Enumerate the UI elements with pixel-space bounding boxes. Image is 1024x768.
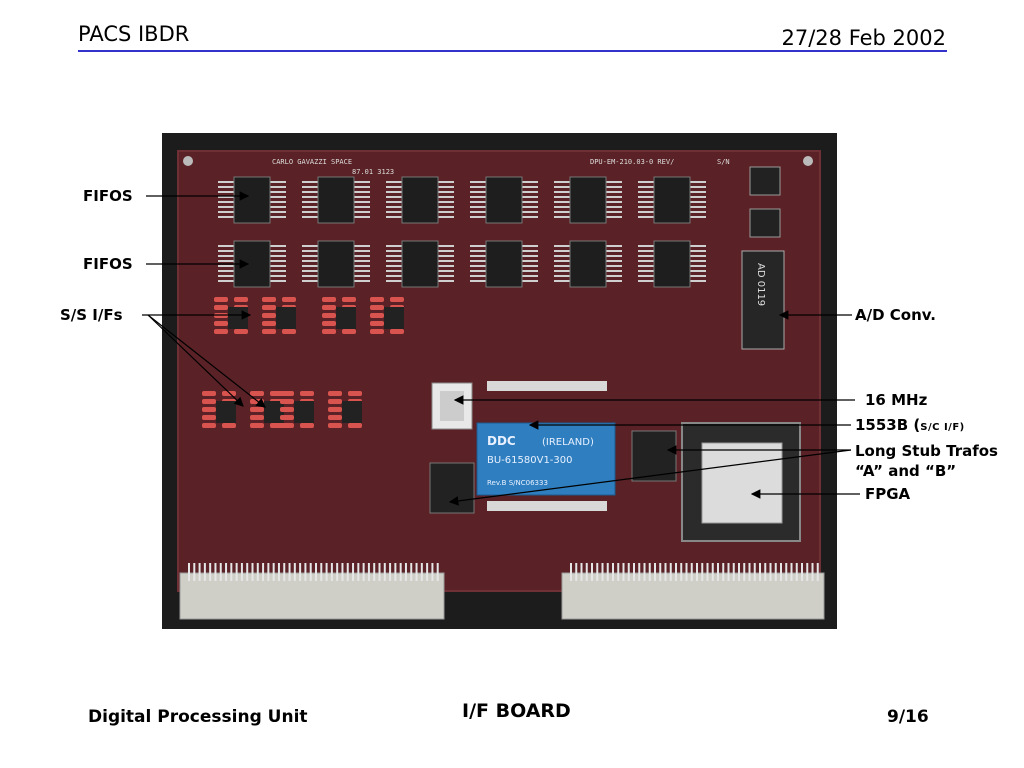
transformer-b	[631, 430, 677, 482]
fifo-chip	[638, 240, 706, 288]
oscillator	[431, 382, 473, 430]
arrow-trafo-a	[448, 449, 852, 506]
fifo-chip-rows	[218, 176, 706, 288]
label-16mhz: 16 MHz	[865, 391, 928, 409]
board-photo: CARLO GAVAZZI SPACE 87.01 3123 DPU-EM-21…	[162, 133, 837, 629]
header-rule	[78, 50, 947, 52]
fifo-chip	[218, 240, 286, 288]
hybrid-rev: Rev.B S/NC06333	[487, 479, 548, 487]
footer-left: Digital Processing Unit	[88, 707, 308, 727]
resistor-cluster	[214, 297, 296, 334]
header-left: PACS IBDR	[78, 22, 190, 46]
label-fpga: FPGA	[865, 485, 911, 503]
resistor-clusters	[202, 297, 404, 428]
label-ad-conv: A/D Conv.	[855, 306, 937, 324]
resistor-cluster	[280, 391, 362, 428]
fifo-chip	[386, 240, 454, 288]
fifo-chip	[386, 176, 454, 224]
footer-center: I/F BOARD	[462, 700, 571, 722]
fifo-chip	[470, 240, 538, 288]
fifo-chip	[302, 176, 370, 224]
silk-maker: CARLO GAVAZZI SPACE	[272, 158, 352, 166]
hybrid-ireland: (IRELAND)	[542, 437, 594, 448]
resistor-cluster	[322, 297, 404, 334]
fifo-chip	[554, 176, 622, 224]
fifo-chip	[638, 176, 706, 224]
board-illustration: CARLO GAVAZZI SPACE 87.01 3123 DPU-EM-21…	[162, 133, 837, 629]
label-long-stub-2: “A” and “B”	[855, 462, 957, 480]
fifo-chip	[554, 240, 622, 288]
hybrid-part: BU-61580V1-300	[487, 455, 573, 466]
adc-chip	[741, 250, 785, 350]
label-1553b-main: 1553B (	[855, 416, 921, 434]
silk-pcbno: 87.01 3123	[352, 168, 394, 176]
silk-ref: DPU-EM-210.03-0 REV/	[590, 158, 674, 166]
footer-right: 9/16	[887, 707, 929, 727]
label-1553b-sub: S/C I/F)	[920, 422, 965, 433]
label-fifos-1: FIFOS	[83, 187, 133, 205]
label-1553b: 1553B (S/C I/F)	[855, 416, 965, 434]
fifo-chip	[470, 176, 538, 224]
label-long-stub-1: Long Stub Trafos	[855, 442, 998, 460]
connector-pins	[188, 563, 819, 581]
arrow-ss-2	[147, 314, 266, 408]
adc-chip-label: AD 0119	[755, 263, 766, 306]
arrow-ss-3	[147, 314, 244, 407]
hybrid-ddc: DDC	[487, 434, 516, 448]
label-fifos-2: FIFOS	[83, 255, 133, 273]
label-ss-ifs: S/S I/Fs	[60, 306, 123, 324]
header-right: 27/28 Feb 2002	[781, 26, 947, 50]
fifo-chip	[302, 240, 370, 288]
silk-sn: S/N	[717, 158, 730, 166]
